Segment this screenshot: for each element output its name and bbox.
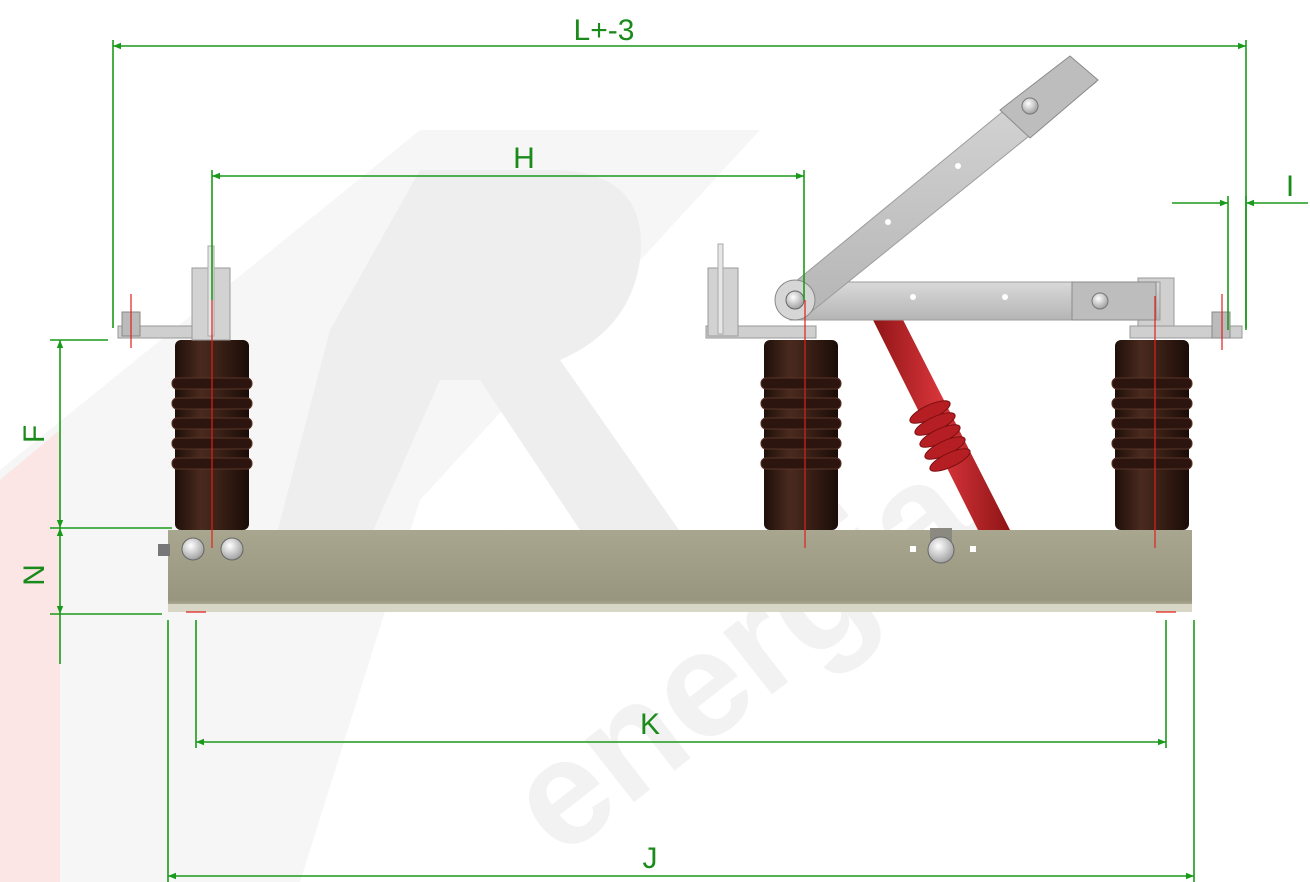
insulator-middle [760,340,842,530]
dimension-N: N [18,528,162,664]
dimension-I-label: I [1286,170,1294,203]
dimension-K: K [195,620,1167,748]
centerlines [130,294,1223,613]
hinge-pivot [774,279,816,321]
frame-bolt [220,537,244,561]
dimension-L: L+-3 [112,14,1247,328]
dimension-H: H [211,142,805,300]
left-terminal [117,245,231,341]
dimension-I: I [1172,170,1308,330]
frame-bolt [181,537,205,561]
insulator-right [1111,340,1193,530]
drive-shaft-bolt [927,536,955,564]
dimension-J: J [167,620,1195,882]
watermark-logo-shape [270,170,700,560]
base-frame [158,528,1192,612]
dimension-K-label: K [640,708,660,741]
dimension-H-label: H [513,142,535,175]
middle-terminal [705,243,817,339]
dimension-N-label: N [18,564,51,586]
dimension-J-label: J [643,842,658,875]
blade-closed [789,281,1161,321]
blade-open [777,55,1099,317]
watermark-red-band [0,430,60,882]
dimension-L-label: L+-3 [574,14,635,47]
dimension-F: F [18,339,172,529]
dimension-F-label: F [18,425,51,443]
operating-rod [872,310,1010,530]
